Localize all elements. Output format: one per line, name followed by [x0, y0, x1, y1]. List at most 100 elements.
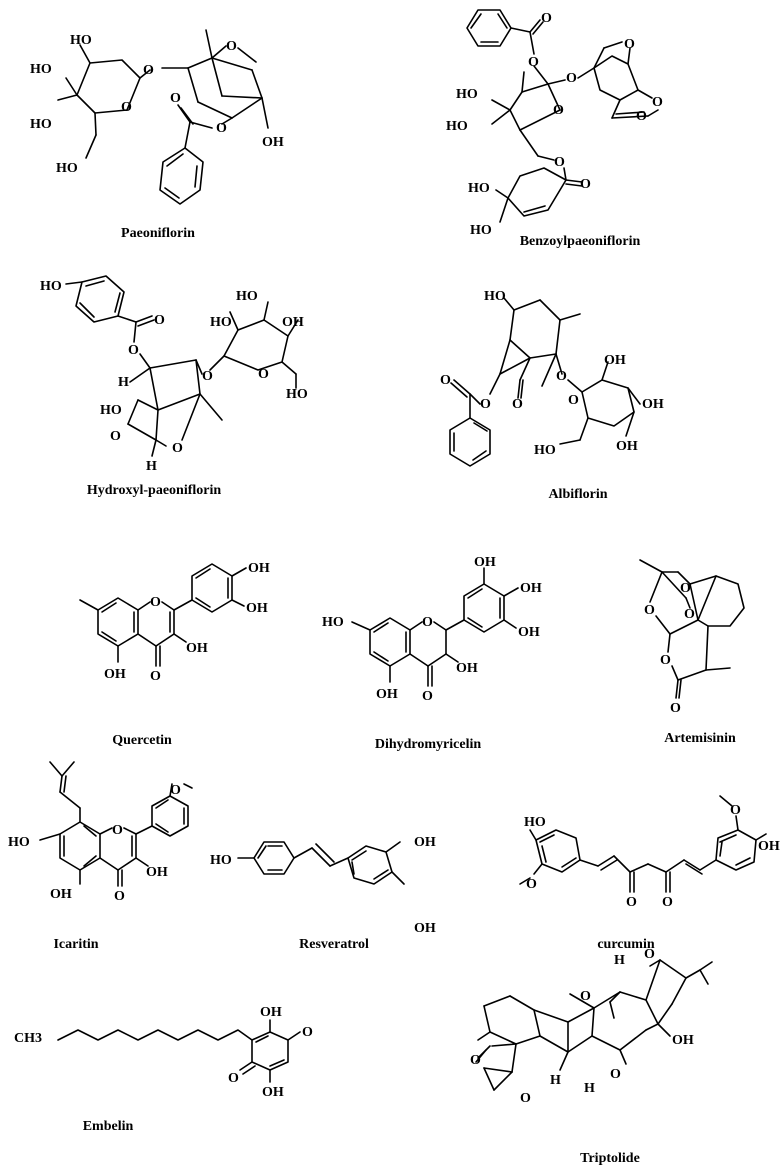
- atom-label: OH: [282, 315, 304, 330]
- compound-name-icaritin: Icaritin: [53, 937, 98, 952]
- atom-label: HO: [534, 443, 556, 458]
- embelin-skeleton: [57, 1019, 301, 1083]
- atom-label: HO: [524, 815, 546, 830]
- atom-label: O: [110, 429, 121, 444]
- icaritin-atom-labels: O HO O OH OH O: [8, 783, 181, 904]
- atom-label: O: [480, 397, 491, 412]
- atom-label: OH: [414, 835, 436, 850]
- atom-label: OH: [758, 839, 780, 854]
- atom-label: OH: [186, 641, 208, 656]
- atom-label: HO: [236, 289, 258, 304]
- atom-label: O: [172, 441, 183, 456]
- atom-label: H: [614, 953, 625, 968]
- atom-label: H: [550, 1073, 561, 1088]
- atom-label: OH: [376, 687, 398, 702]
- atom-label: OH: [642, 397, 664, 412]
- atom-label: O: [470, 1053, 481, 1068]
- atom-label: OH: [414, 921, 436, 936]
- atom-label: O: [170, 783, 181, 798]
- compound-name-embelin: Embelin: [83, 1119, 134, 1134]
- atom-label: O: [512, 397, 523, 412]
- atom-label: O: [440, 373, 451, 388]
- compound-name-albiflorin: Albiflorin: [548, 487, 607, 502]
- compound-name-artemisinin: Artemisinin: [664, 731, 736, 746]
- triptolide-atom-labels: H O O OH O O H H O: [470, 947, 694, 1106]
- atom-label: O: [652, 95, 663, 110]
- atom-label: HO: [456, 87, 478, 102]
- compound-dihydromyricelin: OH OH HO O OH OH OH O Dihydromyricelin: [322, 555, 542, 752]
- atom-label: O: [154, 313, 165, 328]
- compound-quercetin: OH O OH OH OH O Quercetin: [79, 561, 270, 748]
- atom-label: O: [114, 889, 125, 904]
- atom-label: O: [680, 581, 691, 596]
- atom-label: O: [568, 393, 579, 408]
- atom-label: HO: [210, 315, 232, 330]
- atom-label: O: [554, 155, 565, 170]
- hydroxyl-paeoniflorin-skeleton: [65, 275, 299, 457]
- atom-label: O: [556, 369, 567, 384]
- compound-benzoylpaeoniflorin: O O O O O O O HO HO HO HO O O Benzoylpae…: [446, 9, 663, 249]
- atom-label: OH: [672, 1033, 694, 1048]
- atom-label: OH: [50, 887, 72, 902]
- compound-embelin: CH3 OH O O OH Embelin: [14, 1005, 313, 1134]
- dihydromyricelin-atom-labels: OH OH HO O OH OH OH O: [322, 555, 542, 704]
- quercetin-atom-labels: OH O OH OH OH O: [104, 561, 270, 684]
- compound-name-quercetin: Quercetin: [112, 733, 172, 748]
- atom-label: HO: [286, 387, 308, 402]
- atom-label: O: [684, 607, 695, 622]
- artemisinin-atom-labels: O O O O O: [644, 581, 695, 716]
- atom-label: O: [150, 595, 161, 610]
- compound-icaritin: O HO O OH OH O Icaritin: [8, 761, 193, 952]
- atom-label: O: [553, 103, 564, 118]
- atom-label: HO: [484, 289, 506, 304]
- quercetin-skeleton: [79, 563, 247, 667]
- paeoniflorin-skeleton: [57, 29, 269, 205]
- atom-label: OH: [248, 561, 270, 576]
- atom-label: OH: [518, 625, 540, 640]
- atom-label: OH: [146, 865, 168, 880]
- atom-label: OH: [616, 439, 638, 454]
- atom-label: OH: [262, 1085, 284, 1100]
- atom-label: O: [258, 367, 269, 382]
- compound-name-dihydromyricelin: Dihydromyricelin: [375, 737, 482, 752]
- atom-label: H: [584, 1081, 595, 1096]
- atom-label: O: [121, 100, 132, 115]
- atom-label: O: [112, 823, 123, 838]
- atom-label: O: [580, 177, 591, 192]
- triptolide-skeleton: [475, 959, 713, 1091]
- atom-label: H: [118, 375, 129, 390]
- atom-label: HO: [210, 853, 232, 868]
- atom-label: OH: [456, 661, 478, 676]
- atom-label: O: [150, 669, 161, 684]
- compound-albiflorin: HO O O O O OH O OH HO OH Albiflorin: [440, 289, 664, 502]
- paeoniflorin-atom-labels: HO HO HO HO O O O O O OH: [30, 33, 284, 176]
- atom-label: H: [146, 459, 157, 474]
- atom-label: O: [226, 39, 237, 54]
- compound-triptolide: H O O OH O O H H O Triptolide: [470, 947, 713, 1166]
- resveratrol-atom-labels: HO OH OH: [210, 835, 436, 936]
- benzoylpaeoniflorin-atom-labels: O O O O O O O HO HO HO HO O O: [446, 11, 663, 238]
- albiflorin-skeleton: [449, 297, 641, 467]
- atom-label: OH: [104, 667, 126, 682]
- atom-label: O: [302, 1025, 313, 1040]
- compound-paeoniflorin: HO HO HO HO O O O O O OH Paeoniflorin: [30, 29, 284, 241]
- atom-label: OH: [246, 601, 268, 616]
- atom-label: O: [170, 91, 181, 106]
- compound-hydroxyl-paeoniflorin: HO O O HO HO OH O HO H HO O O H O Hydrox…: [40, 275, 308, 498]
- atom-label: HO: [56, 161, 78, 176]
- atom-label: O: [660, 653, 671, 668]
- compound-name-curcumin: curcumin: [597, 937, 655, 952]
- atom-label: O: [580, 989, 591, 1004]
- compound-name-benzoylpaeoniflorin: Benzoylpaeoniflorin: [520, 234, 641, 249]
- compound-curcumin: HO O O OH O O curcumin: [519, 795, 780, 952]
- hydroxyl-paeoniflorin-atom-labels: HO O O HO HO OH O HO H HO O O H O: [40, 279, 308, 474]
- atom-label: OH: [260, 1005, 282, 1020]
- atom-label: O: [526, 877, 537, 892]
- atom-label: OH: [604, 353, 626, 368]
- resveratrol-skeleton: [237, 841, 405, 885]
- atom-label: O: [610, 1067, 621, 1082]
- artemisinin-skeleton: [639, 559, 745, 699]
- atom-label: O: [670, 701, 681, 716]
- atom-label: O: [422, 689, 433, 704]
